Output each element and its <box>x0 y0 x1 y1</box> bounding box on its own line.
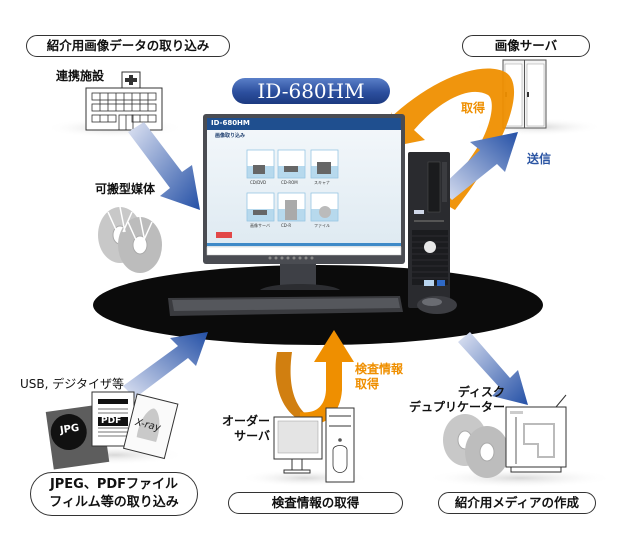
section-media-creation: 紹介用メディアの作成 <box>438 492 596 514</box>
disc-duplicator-icon <box>425 394 615 488</box>
label-usb-digitizer: USB, デジタイザ等 <box>20 377 125 391</box>
screen-tile-caption: CD/DVD <box>250 180 267 185</box>
screen-tile-caption: CD-R <box>281 223 292 228</box>
arrow-exam-info-loop <box>275 352 308 420</box>
doc-pdf-label: PDF <box>101 416 122 426</box>
arrow-documents-to-system <box>123 332 208 398</box>
product-name-badge: ID-680HM <box>232 78 390 104</box>
section-jpeg-pdf-import: JPEG、PDFファイル フィルム等の取り込み <box>30 472 198 516</box>
label-send: 送信 <box>527 152 552 166</box>
monitor <box>203 114 405 290</box>
screen-tile-caption: ファイル <box>314 223 330 228</box>
label-disc-duplicator: ディスク デュプリケーター <box>408 385 505 414</box>
arrow-system-to-server <box>440 132 518 200</box>
screen-heading: 画像取り込み <box>215 133 246 139</box>
screen-app-title: ID-680HM <box>211 119 250 127</box>
section-exam-info: 検査情報の取得 <box>228 492 403 514</box>
label-partner-facility: 連携施設 <box>56 69 105 83</box>
label-order-server: オーダー サーバ <box>222 414 271 443</box>
screen-tile-caption: スキャナ <box>314 180 330 185</box>
tower-pc <box>408 152 450 308</box>
arrow-server-to-system <box>385 68 515 210</box>
keyboard-and-mouse <box>168 296 457 316</box>
arrow-system-to-duplicator <box>458 332 528 405</box>
label-portable-media: 可搬型媒体 <box>95 182 156 196</box>
screen-tile-caption: CD-ROM <box>281 180 298 185</box>
label-exam-info-acquire: 検査情報 取得 <box>355 362 404 391</box>
section-image-server: 画像サーバ <box>462 35 590 57</box>
order-server-pc-icon <box>240 407 370 487</box>
arrow-hospital-to-system <box>128 122 200 210</box>
portable-media-discs-icon <box>98 206 162 273</box>
screen-tile-caption: 画像サーバ <box>250 223 270 228</box>
documents-icon <box>45 391 185 470</box>
section-referral-import: 紹介用画像データの取り込み <box>26 35 230 57</box>
label-acquire: 取得 <box>461 101 486 115</box>
product-name: ID-680HM <box>257 79 365 103</box>
